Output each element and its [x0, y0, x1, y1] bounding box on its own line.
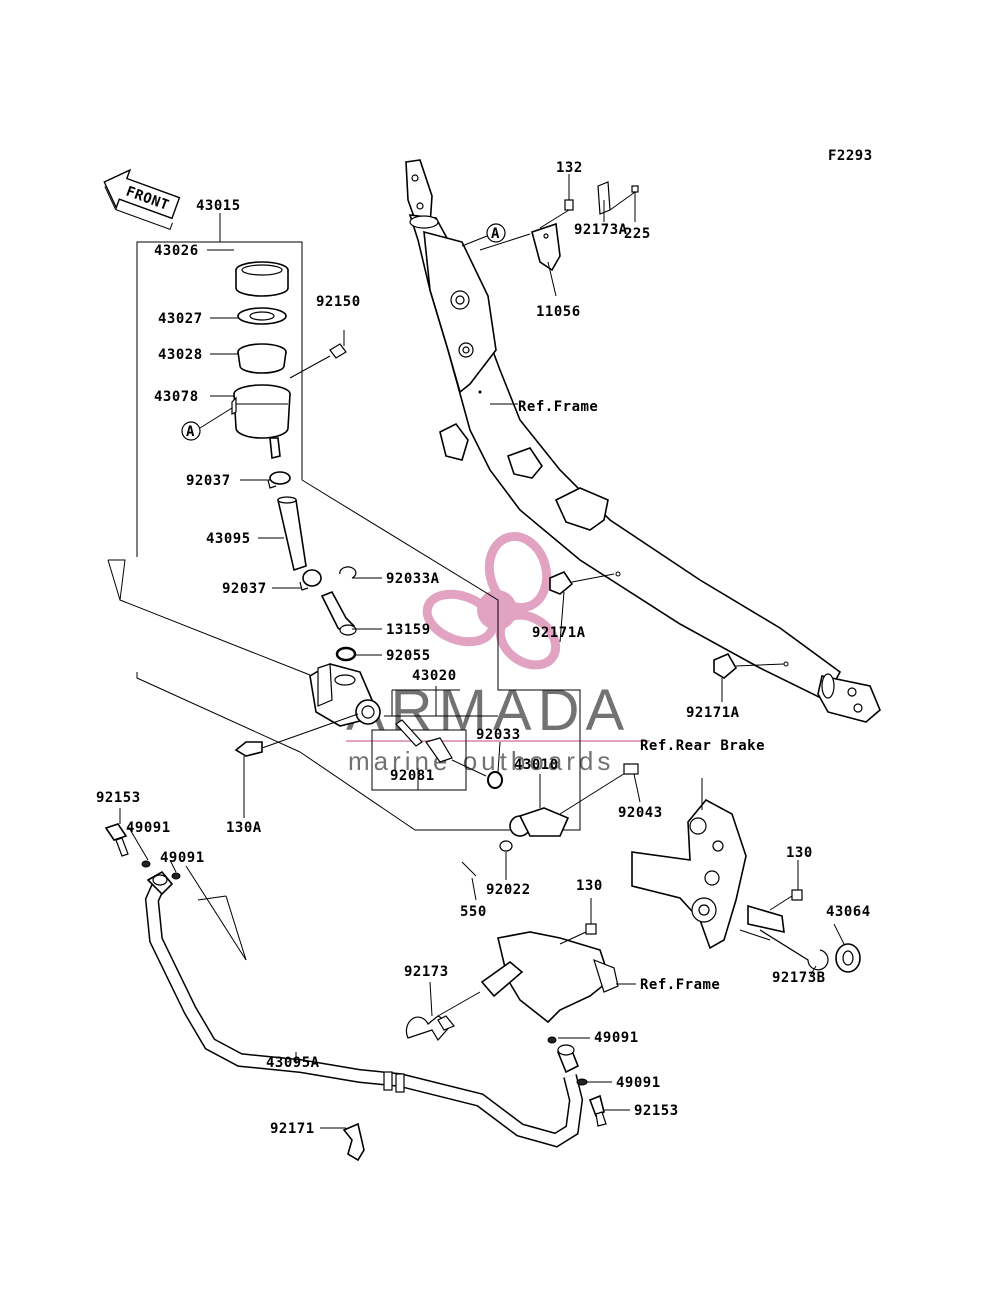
ref-frame-lower: Ref.Frame [640, 977, 720, 993]
clamp-92037-lower [299, 569, 322, 591]
label-92171: 92171 [270, 1121, 315, 1137]
label-550: 550 [460, 904, 487, 920]
callout-a-reservoir: A [181, 407, 233, 441]
screw-225 [609, 185, 639, 222]
label-92171a-1: 92171A [532, 625, 586, 641]
washer-49091-right-b [576, 1078, 588, 1086]
circlip-92033 [487, 771, 503, 789]
oring-92055 [335, 646, 357, 662]
label-130-frame: 130 [576, 878, 603, 894]
bolt-130-pedal [769, 860, 803, 911]
svg-text:A: A [186, 424, 195, 440]
label-130-pedal: 130 [786, 845, 813, 861]
propeller-icon [422, 531, 561, 670]
plate-43028 [237, 343, 287, 374]
label-92037-upper: 92037 [186, 473, 231, 489]
label-92153-left: 92153 [96, 790, 141, 806]
label-43028: 43028 [158, 347, 203, 363]
pushrod-43010 [509, 769, 631, 837]
hose-43095 [276, 496, 307, 572]
watermark-tagline: marine outboards [348, 746, 614, 776]
switch-92173 [405, 960, 524, 1042]
label-43027: 43027 [158, 311, 203, 327]
label-92173: 92173 [404, 964, 449, 980]
label-92033a: 92033A [386, 571, 440, 587]
clamp-92037-upper [267, 471, 291, 489]
fitting-13159 [320, 590, 357, 636]
brake-hose-43095a [144, 870, 584, 1148]
label-92173b: 92173B [772, 970, 826, 986]
part-labels: F2293 43015 43026 43027 43028 43078 9215… [96, 148, 873, 1137]
label-92150: 92150 [316, 294, 361, 310]
label-49091-right-a: 49091 [594, 1030, 639, 1046]
label-43010: 43010 [514, 757, 559, 773]
label-130a: 130A [226, 820, 262, 836]
bolt-130a [234, 713, 359, 757]
label-92153-right: 92153 [634, 1103, 679, 1119]
label-43026: 43026 [154, 243, 199, 259]
bolt-92153-left [104, 823, 129, 857]
washer-49091-right-a [547, 1036, 557, 1044]
pin-92043 [623, 763, 639, 775]
reservoir-43078 [231, 384, 291, 460]
svg-text:A: A [491, 226, 500, 242]
diaphragm-43027 [237, 307, 287, 325]
leader-lines [119, 200, 845, 1129]
grommet-43064 [835, 943, 861, 973]
label-49091-right-b: 49091 [616, 1075, 661, 1091]
callout-a-frame: A [461, 223, 506, 247]
clamp-92171a-2 [713, 652, 785, 679]
label-92055: 92055 [386, 648, 431, 664]
front-arrow-icon: FRONT [103, 168, 181, 230]
diagram-code: F2293 [828, 148, 873, 164]
washer-49091-left-a [141, 860, 151, 868]
label-132: 132 [556, 160, 583, 176]
label-11056: 11056 [536, 304, 581, 320]
clamp-92171 [342, 1122, 365, 1162]
master-cylinder-body [309, 663, 381, 727]
label-92033: 92033 [476, 727, 521, 743]
circlip-92033a [339, 566, 357, 579]
label-225: 225 [624, 226, 651, 242]
washer-49091-left-b [171, 872, 181, 880]
lower-frame-bracket [497, 931, 636, 1024]
washer-92022 [499, 840, 513, 852]
bolt-92150 [289, 330, 347, 379]
label-43020: 43020 [412, 668, 457, 684]
ref-frame-upper: Ref.Frame [518, 399, 598, 415]
clamp-92171a-1 [549, 571, 615, 595]
label-43095a: 43095A [266, 1055, 320, 1071]
bolt-132 [539, 174, 574, 229]
cap-43026 [235, 261, 289, 297]
label-43095: 43095 [206, 531, 251, 547]
label-13159: 13159 [386, 622, 431, 638]
label-92043: 92043 [618, 805, 663, 821]
label-92173a: 92173A [574, 222, 628, 238]
label-49091-left-b: 49091 [160, 850, 205, 866]
label-92022: 92022 [486, 882, 531, 898]
label-43015: 43015 [196, 198, 241, 214]
label-92037-lower: 92037 [222, 581, 267, 597]
label-49091-left-a: 49091 [126, 820, 171, 836]
rear-brake-pedal-plate [631, 778, 747, 950]
assembly-bracket-43015 [107, 213, 581, 831]
bracket-11056 [479, 222, 561, 297]
cotter-pin-550 [461, 861, 477, 877]
bolt-92153-right [588, 1094, 607, 1127]
frame-tube [405, 159, 881, 723]
bolt-130-frame [559, 898, 597, 945]
piston-kit-43020 [371, 689, 498, 791]
label-92081: 92081 [390, 768, 435, 784]
label-92171a-2: 92171A [686, 705, 740, 721]
clip-92173b [739, 904, 829, 971]
label-43064: 43064 [826, 904, 871, 920]
label-43078: 43078 [154, 389, 199, 405]
ref-rear-brake: Ref.Rear Brake [640, 738, 765, 754]
